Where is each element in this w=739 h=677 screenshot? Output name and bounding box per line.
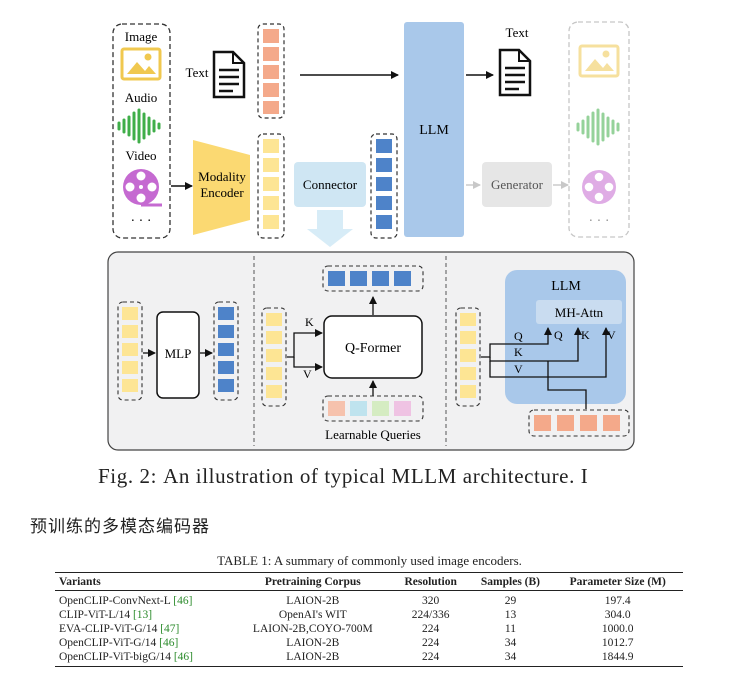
variant-cell: CLIP-ViT-L/14 [13]	[59, 609, 153, 621]
qformer-input-column	[261, 307, 287, 407]
modality-encoder-label-2: Encoder	[200, 185, 244, 200]
table-title: TABLE 1: A summary of commonly used imag…	[217, 553, 522, 568]
llm-label: LLM	[419, 123, 449, 138]
mlp-block	[156, 311, 200, 399]
corpus-cell: LAION-2B	[286, 637, 340, 649]
table-header-row: Variants Pretraining Corpus Resolution S…	[55, 572, 683, 591]
mh-attn-k-port: K	[581, 328, 590, 342]
resolution-cell: 224	[392, 650, 469, 667]
connector-block	[294, 162, 366, 207]
xattn-input-column	[455, 307, 481, 407]
resolution-cell: 224/336	[411, 609, 450, 621]
citation-link[interactable]: [46]	[173, 595, 193, 607]
mh-attn-block	[536, 300, 622, 324]
table-row: OpenCLIP-ConvNext-L [46] LAION-2B 320 29…	[55, 591, 683, 609]
mlp-input-column	[117, 301, 143, 401]
text-input-label: Text	[186, 65, 209, 80]
resolution-cell: 224	[422, 637, 440, 649]
table-row: OpenCLIP-ViT-G/14 [46] LAION-2B 224 34 1…	[55, 636, 683, 650]
modality-encoder	[193, 140, 250, 235]
header-samples: Samples (B)	[468, 572, 553, 591]
figure-caption: Fig. 2:An illustration of typical MLLM a…	[98, 464, 594, 489]
corpus-cell: LAION-2B	[232, 650, 393, 667]
corpus-cell: LAION-2B,COYO-700M	[252, 623, 373, 635]
table-row: EVA-CLIP-ViT-G/14 [47] LAION-2B,COYO-700…	[55, 622, 683, 636]
output-modalities: · · ·	[568, 21, 630, 238]
output-document-icon	[498, 48, 532, 97]
samples-cell: 11	[504, 623, 516, 635]
variant-cell: OpenCLIP-ConvNext-L [46]	[59, 595, 193, 607]
generator-label: Generator	[491, 177, 544, 192]
params-cell: 1000.0	[601, 623, 634, 635]
citation-link[interactable]: [46]	[173, 651, 194, 663]
figure-caption-text: An illustration of typical MLLM architec…	[163, 464, 589, 488]
xattn-routing-arrows	[481, 327, 610, 409]
params-cell: 304.0	[604, 609, 631, 621]
qformer-v-label: V	[303, 367, 312, 381]
text-output-label: Text	[506, 25, 529, 40]
mllm-architecture-figure: Image Audio Video · · · Text	[107, 21, 635, 451]
header-corpus: Pretraining Corpus	[232, 572, 393, 591]
samples-cell: 29	[504, 595, 517, 607]
q-former-block	[323, 315, 423, 379]
llm-block	[404, 22, 464, 237]
connector-label: Connector	[303, 177, 358, 192]
film-reel-icon	[123, 169, 162, 207]
learnable-queries-label: Learnable Queries	[325, 427, 421, 442]
variant-cell: EVA-CLIP-ViT-G/14 [47]	[59, 623, 180, 635]
samples-cell: 34	[504, 637, 517, 649]
table-row: OpenCLIP-ViT-bigG/14 [46] LAION-2B 224 3…	[55, 650, 683, 667]
corpus-cell: LAION-2B	[286, 595, 340, 607]
encoder-feature-column	[257, 133, 285, 239]
params-cell: 197.4	[604, 595, 631, 607]
params-cell: 1012.7	[601, 637, 634, 649]
xattn-q-label: Q	[514, 329, 523, 343]
audio-label: Audio	[125, 90, 158, 105]
document-icon	[212, 50, 246, 99]
citation-link[interactable]: [47]	[160, 623, 180, 635]
text-token-column	[257, 23, 285, 119]
mh-attn-label: MH-Attn	[555, 305, 604, 320]
resolution-cell: 224	[422, 623, 440, 635]
figure-caption-prefix: Fig. 2:	[98, 464, 158, 488]
table-row: CLIP-ViT-L/14 [13] OpenAI's WIT 224/336 …	[55, 608, 683, 622]
xattn-k-label: K	[514, 345, 523, 359]
q-former-label: Q-Former	[345, 341, 401, 356]
learnable-queries-row	[322, 395, 424, 422]
image-label: Image	[125, 29, 158, 44]
qformer-k-label: K	[305, 315, 314, 329]
variant-cell: OpenCLIP-ViT-bigG/14 [46]	[55, 650, 233, 667]
modality-encoder-label-1: Modality	[198, 169, 246, 184]
chinese-note: 预训练的多模态编码器	[30, 517, 210, 537]
audio-waveform-icon	[117, 108, 161, 144]
mlp-label: MLP	[165, 346, 192, 361]
mlp-output-column	[213, 301, 239, 401]
samples-cell: 34	[468, 650, 553, 667]
corpus-cell: OpenAI's WIT	[278, 609, 347, 621]
citation-link[interactable]: [46]	[159, 637, 179, 649]
more-modalities-ellipsis: · · ·	[131, 214, 152, 229]
header-params: Parameter Size (M)	[552, 572, 683, 591]
mh-attn-q-port: Q	[554, 328, 563, 342]
citation-link[interactable]: [13]	[132, 609, 153, 621]
connector-output-column	[370, 133, 398, 239]
input-modalities-box	[112, 23, 171, 239]
image-encoders-table: Variants Pretraining Corpus Resolution S…	[55, 572, 683, 667]
inner-llm-label: LLM	[551, 279, 581, 294]
header-resolution: Resolution	[392, 572, 469, 591]
xattn-v-label: V	[514, 362, 523, 376]
resolution-cell: 320	[422, 595, 440, 607]
image-icon	[120, 47, 162, 81]
qformer-output-row	[322, 265, 424, 292]
svg-text:· · ·: · · ·	[589, 214, 610, 229]
header-variants: Variants	[55, 572, 233, 591]
generator-block	[482, 162, 552, 207]
video-label: Video	[126, 148, 157, 163]
zoom-down-arrow	[307, 210, 353, 247]
mh-attn-v-port: V	[607, 328, 616, 342]
samples-cell: 13	[504, 609, 517, 621]
xattn-text-token-row	[528, 409, 630, 437]
params-cell: 1844.9	[552, 650, 683, 667]
variant-cell: OpenCLIP-ViT-G/14 [46]	[59, 637, 179, 649]
